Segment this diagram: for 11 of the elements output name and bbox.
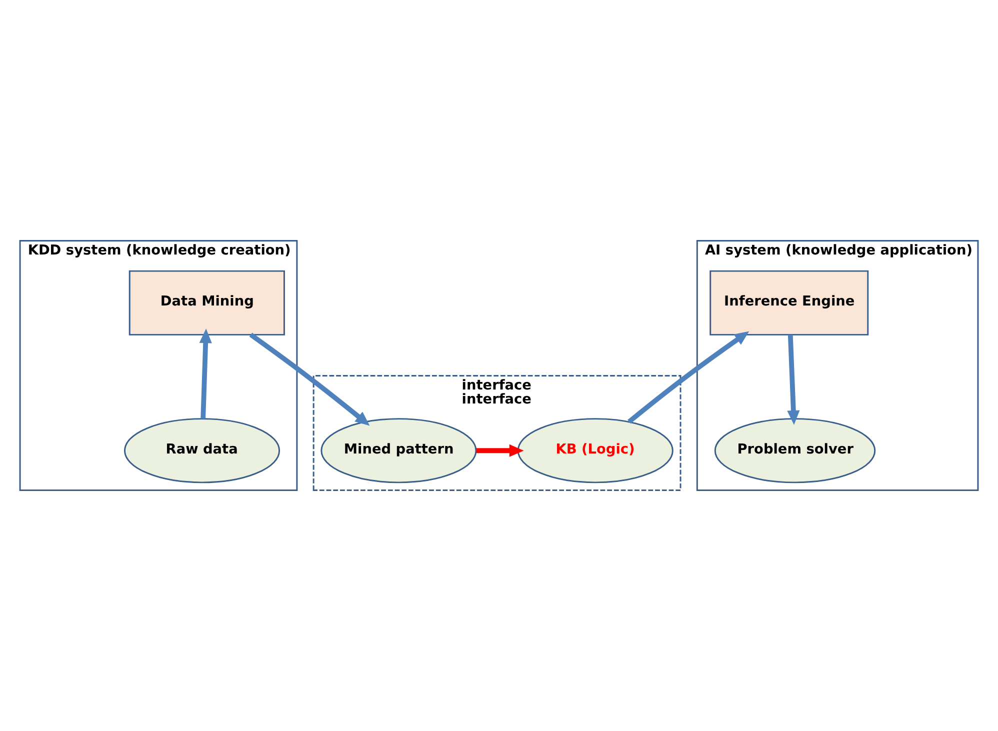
node-ellipse: KB (Logic) [517,418,674,484]
arrow [476,444,524,457]
node-ellipse: Problem solver [714,418,876,484]
arrow [199,328,212,419]
arrow [628,331,750,424]
node-box: Inference Engine [710,270,869,336]
node-ellipse: Mined pattern [320,418,477,484]
node-ellipse: Raw data [124,418,280,484]
arrow [249,332,370,426]
node-box: Data Mining [128,270,285,336]
arrow [787,334,800,425]
